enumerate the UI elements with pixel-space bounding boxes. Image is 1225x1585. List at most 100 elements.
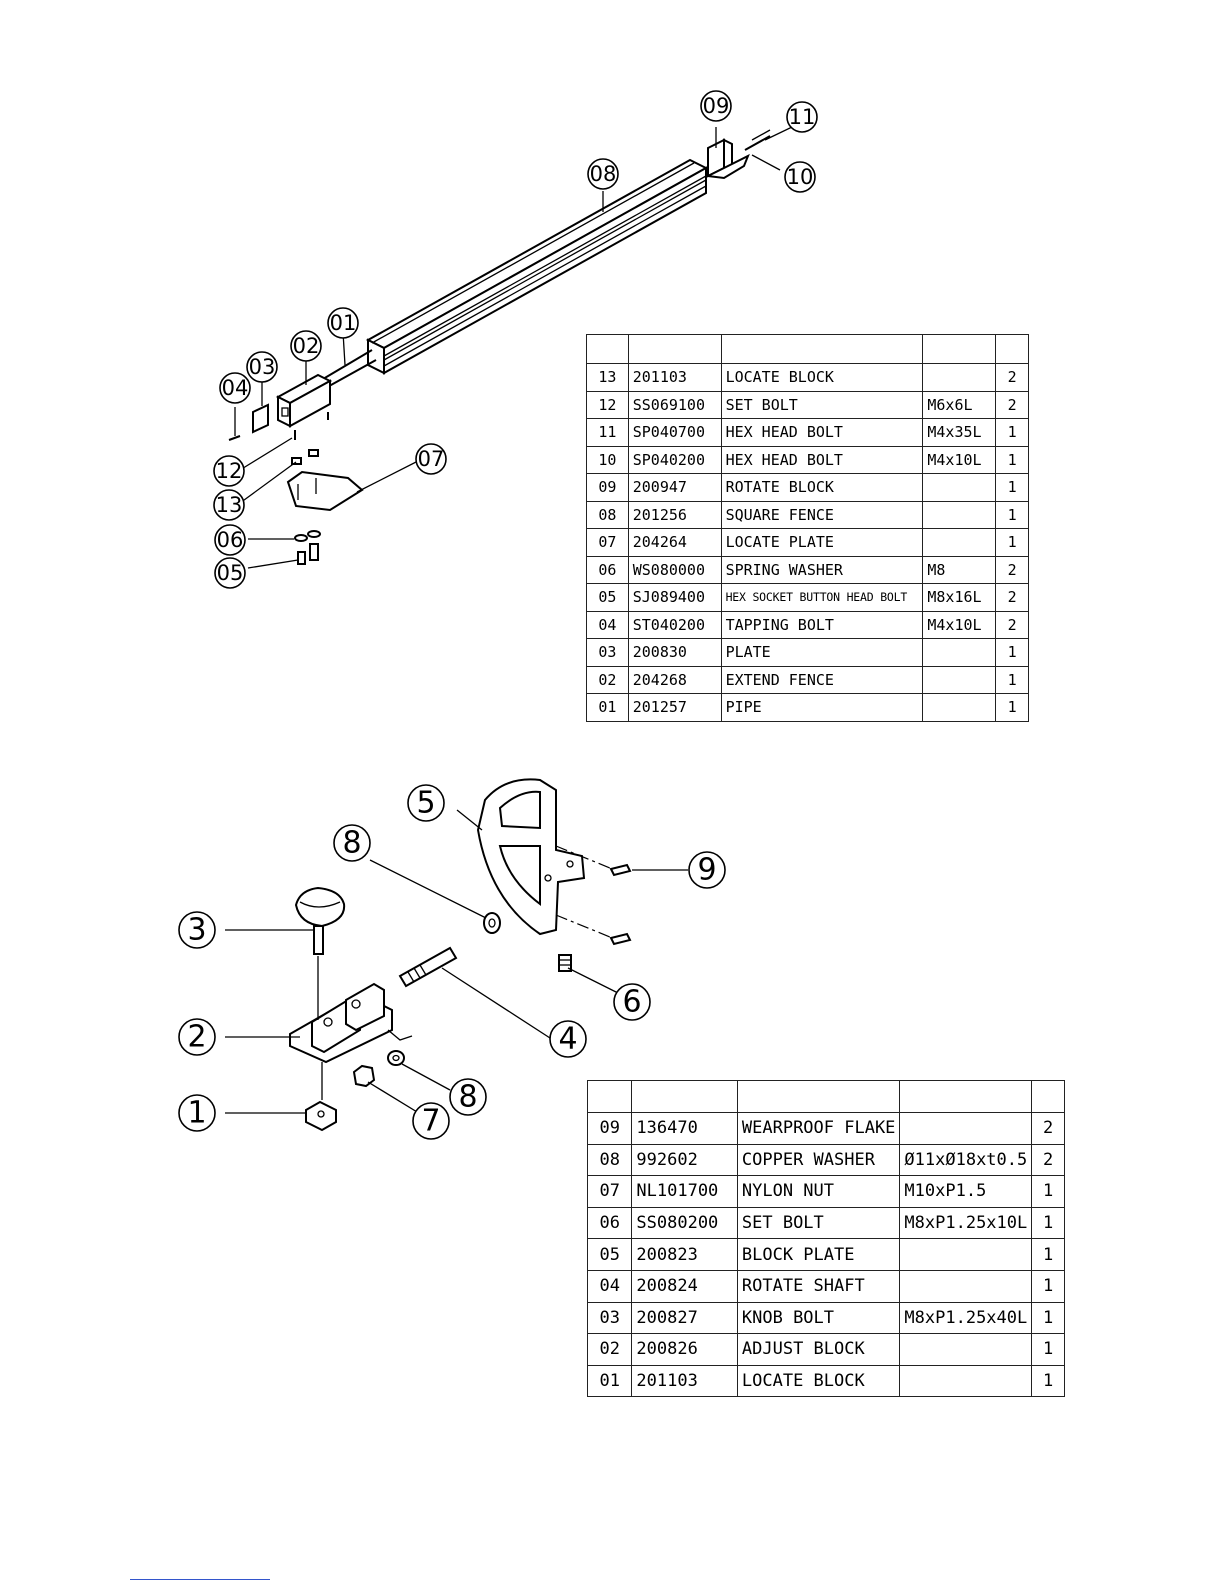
part-qty: 1: [1031, 1364, 1065, 1398]
svg-text:03: 03: [249, 355, 276, 379]
part-spec: [922, 500, 997, 529]
part-spec: M4x10L: [922, 610, 997, 639]
part-code: NL101700: [631, 1175, 738, 1208]
svg-text:8: 8: [458, 1080, 477, 1115]
part-spec: [899, 1238, 1033, 1271]
part-number: 04: [586, 610, 629, 639]
balloon-02: 02: [290, 330, 322, 362]
part-name: ROTATE SHAFT: [736, 1269, 901, 1303]
part-spec: M6x6L: [922, 390, 997, 419]
rotate-block: [704, 138, 750, 180]
part-number: 11: [586, 418, 629, 447]
balloon-1: 1: [178, 1094, 216, 1132]
part-code: 200826: [631, 1333, 738, 1366]
table-header-row: [586, 1080, 1065, 1113]
part-number: 06: [586, 1206, 633, 1240]
part-qty: 1: [1031, 1175, 1065, 1208]
part-number: 12: [586, 390, 629, 419]
part-name: NYLON NUT: [736, 1175, 901, 1208]
part-name: TAPPING BOLT: [720, 610, 924, 639]
part-name: KNOB BOLT: [736, 1301, 901, 1335]
part-spec: [899, 1364, 1033, 1398]
part-spec: [922, 638, 997, 667]
part-qty: 1: [995, 473, 1029, 502]
square-fence: [365, 158, 709, 375]
locate-block: [305, 1100, 337, 1132]
part-qty: 1: [995, 418, 1029, 447]
part-name: BLOCK PLATE: [736, 1238, 901, 1271]
bottom-balloons: 5 8 9 3 6 4 2 8 7 1: [178, 784, 726, 1140]
wearproof-flake: [609, 863, 632, 877]
part-code: 136470: [631, 1112, 738, 1145]
hex-head-bolt-long: [751, 129, 771, 141]
part-qty: 1: [1031, 1269, 1065, 1303]
part-number: 09: [586, 473, 629, 502]
part-spec: [922, 665, 997, 694]
part-code: SS069100: [627, 390, 722, 419]
part-code: SS080200: [631, 1206, 738, 1240]
button-head-bolt: [309, 543, 319, 561]
svg-text:6: 6: [622, 985, 641, 1020]
plate: [252, 403, 269, 434]
part-spec: M4x10L: [922, 445, 997, 474]
balloon-04: 04: [219, 372, 251, 404]
svg-text:11: 11: [789, 105, 816, 129]
svg-text:10: 10: [787, 165, 814, 189]
balloon-05: 05: [214, 557, 246, 589]
svg-text:1: 1: [187, 1096, 206, 1131]
svg-text:09: 09: [703, 94, 730, 118]
part-number: 05: [586, 583, 629, 612]
part-number: 13: [586, 363, 629, 392]
part-name: HEX HEAD BOLT: [720, 418, 924, 447]
part-name: SET BOLT: [720, 390, 924, 419]
table-header-row: [586, 334, 1029, 364]
svg-text:01: 01: [330, 311, 357, 335]
part-name: SET BOLT: [736, 1206, 901, 1240]
svg-text:07: 07: [418, 447, 445, 471]
balloon-8: 8: [333, 824, 371, 862]
part-code: SJ089400: [627, 583, 722, 612]
part-qty: 2: [995, 555, 1029, 584]
part-code: 200827: [631, 1301, 738, 1335]
part-code: SP040700: [627, 418, 722, 447]
part-qty: 1: [995, 528, 1029, 557]
svg-text:8: 8: [342, 826, 361, 861]
part-name: WEARPROOF FLAKE: [736, 1112, 901, 1145]
part-code: WS080000: [627, 555, 722, 584]
part-code: 204264: [627, 528, 722, 557]
part-number: 01: [586, 693, 629, 722]
balloon-07: 07: [415, 443, 447, 475]
svg-text:04: 04: [222, 376, 249, 400]
locate-block: [308, 449, 319, 457]
svg-text:06: 06: [217, 528, 244, 552]
bottom-exploded-view: [225, 778, 688, 1132]
part-number: 03: [586, 1301, 633, 1335]
part-code: 201256: [627, 500, 722, 529]
rotate-shaft: [398, 946, 458, 988]
nylon-nut: [352, 1064, 376, 1088]
part-qty: 1: [1031, 1206, 1065, 1240]
part-name: PLATE: [720, 638, 924, 667]
part-spec: [922, 473, 997, 502]
svg-text:12: 12: [216, 459, 243, 483]
part-qty: 1: [995, 638, 1029, 667]
svg-text:05: 05: [217, 561, 244, 585]
balloon-09: 09: [700, 90, 732, 122]
balloon-03: 03: [246, 351, 278, 383]
